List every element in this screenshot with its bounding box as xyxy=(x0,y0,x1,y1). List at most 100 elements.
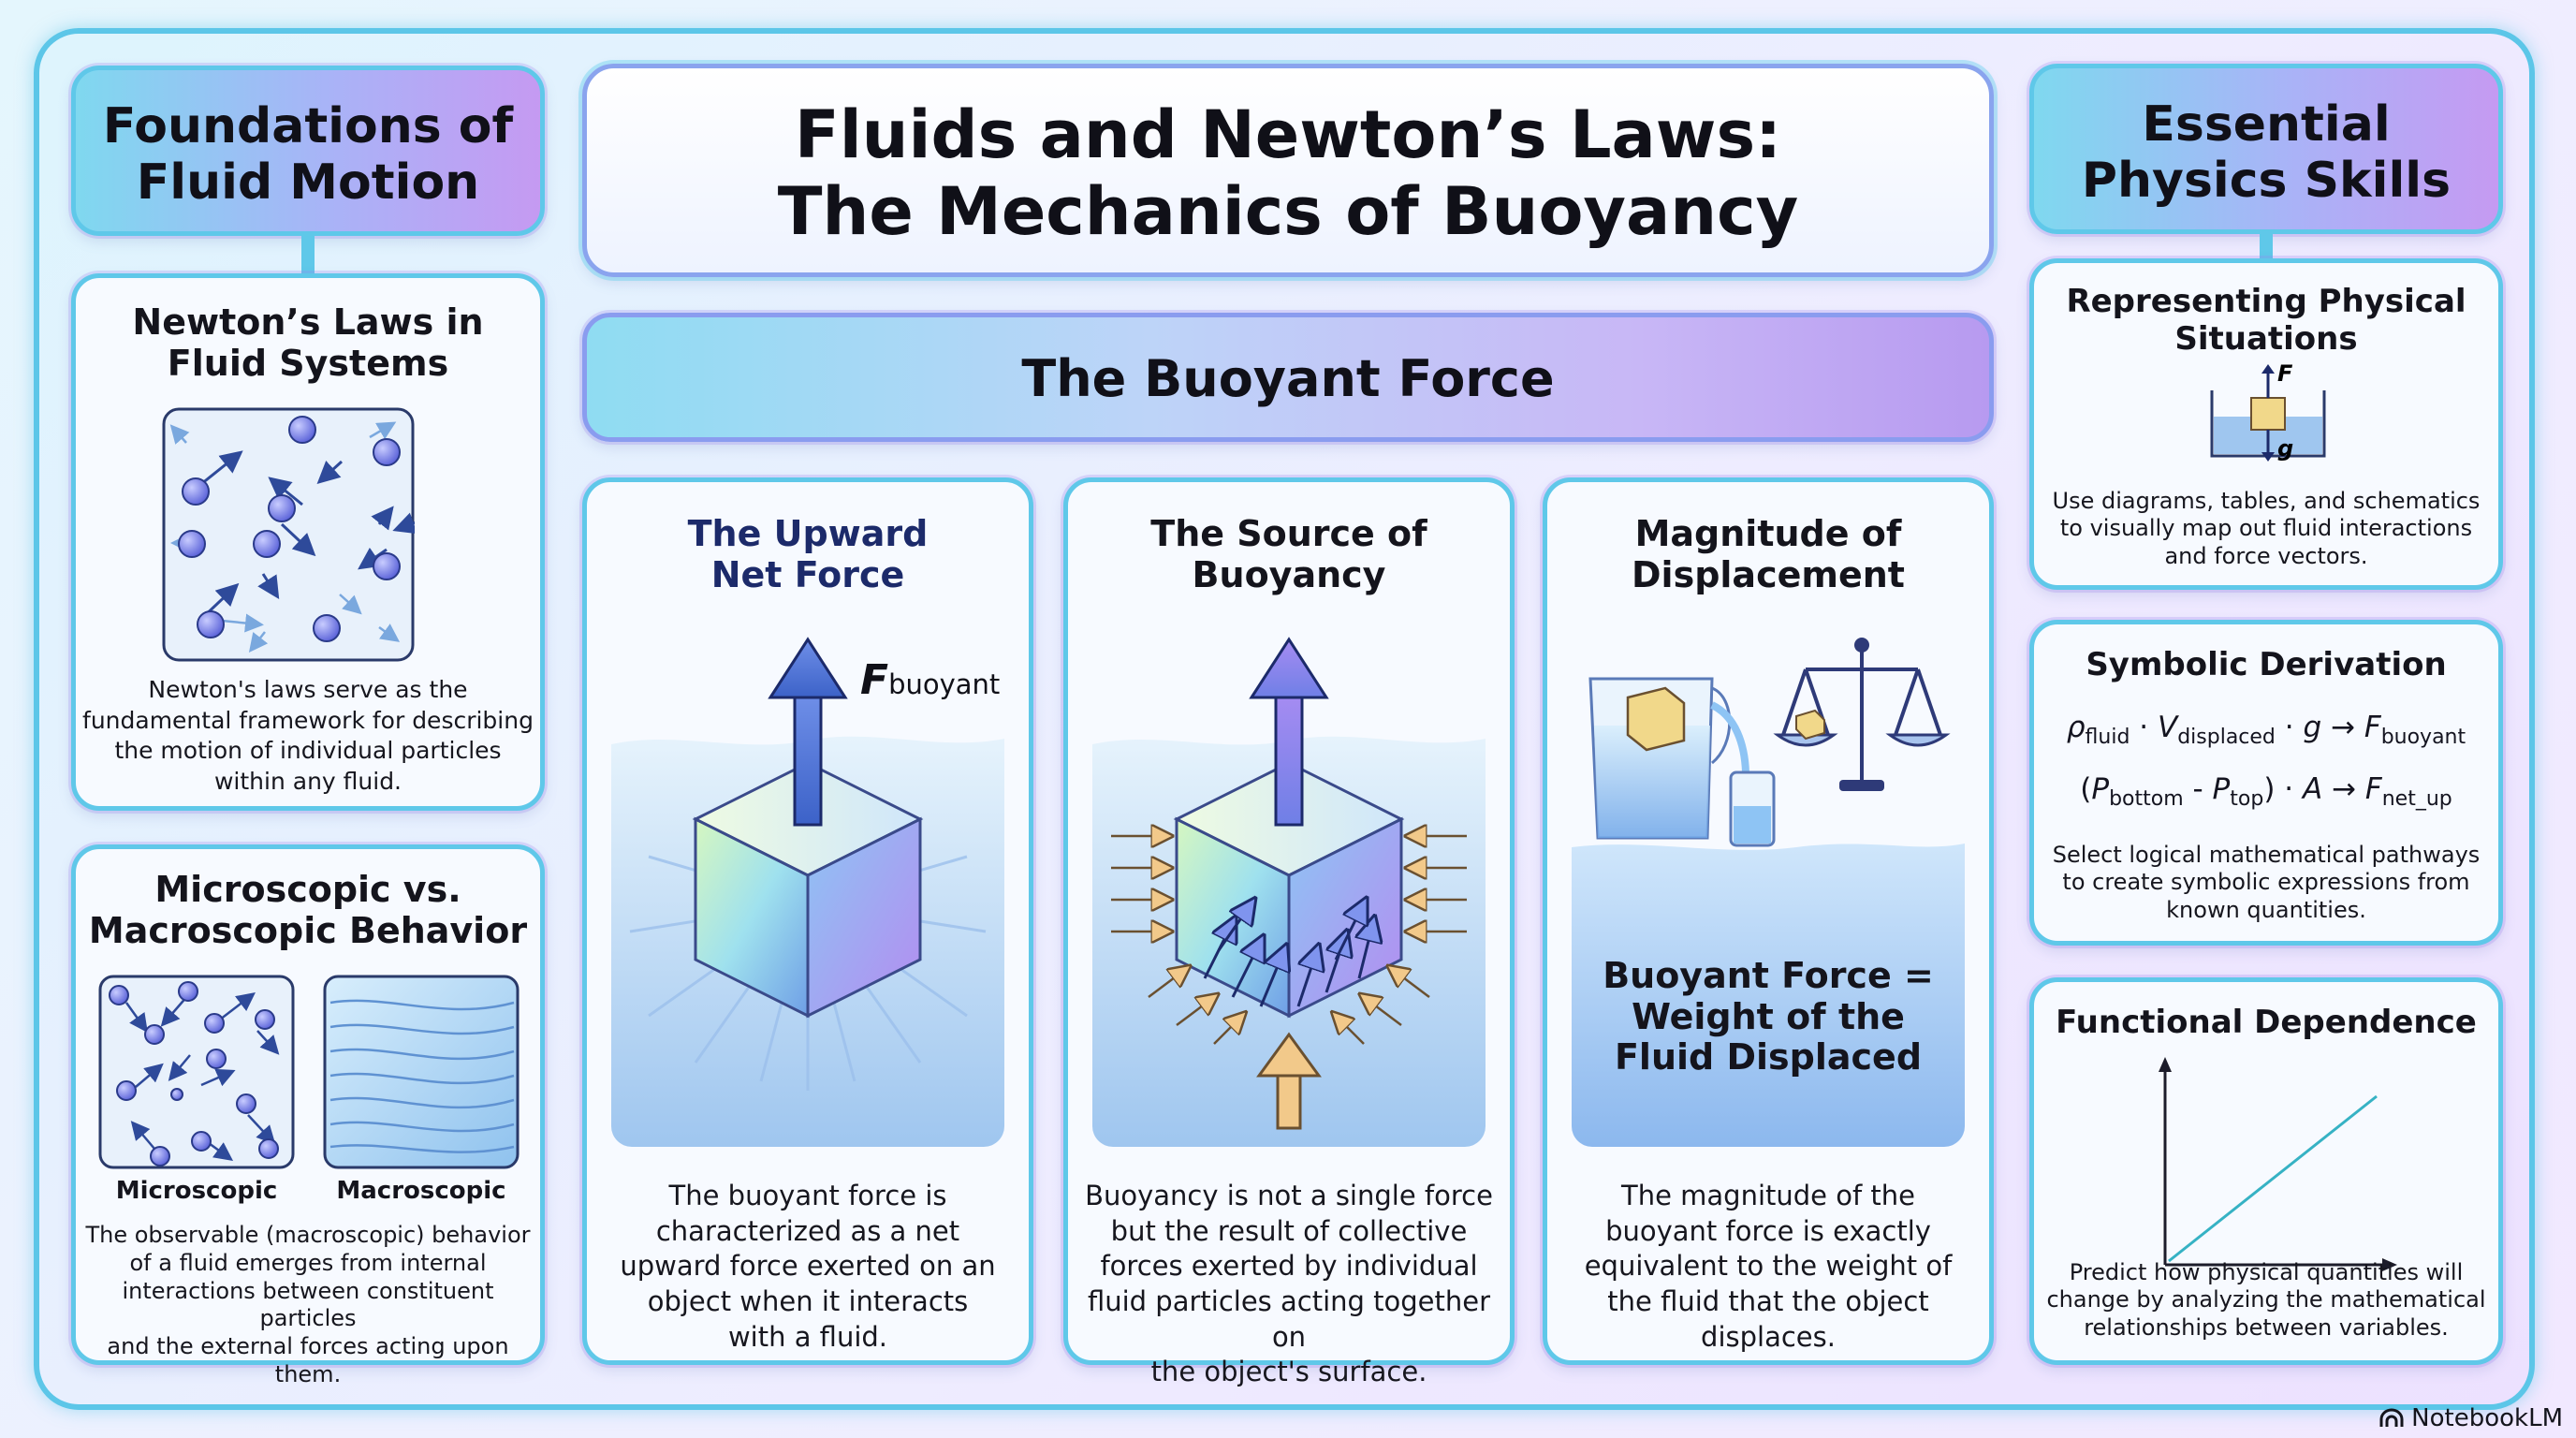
micro-text-line: The observable (macroscopic) behavior xyxy=(85,1222,531,1248)
paren-open: ( xyxy=(2080,772,2092,806)
equation-line: Fluid Displaced xyxy=(1614,1036,1923,1078)
F-symbol: F xyxy=(2364,772,2382,806)
representing-text-line: to visually map out fluid interactions xyxy=(2059,515,2473,542)
functional-text: Predict how physical quantities will cha… xyxy=(2034,1259,2498,1342)
panel2-title-line2: Buoyancy xyxy=(1192,554,1386,595)
magnitude-of-displacement-card: Magnitude of Displacement xyxy=(1543,477,1994,1365)
right-header-line2: Physics Skills xyxy=(2081,153,2452,209)
left-header: Foundations of Fluid Motion xyxy=(71,66,545,236)
F-symbol: F xyxy=(2364,711,2381,744)
panel1-text-line: with a fluid. xyxy=(727,1320,888,1353)
panel3-text: The magnitude of the buoyant force is ex… xyxy=(1547,1179,1989,1355)
left-header-line2: Fluid Motion xyxy=(136,154,480,211)
right-header: Essential Physics Skills xyxy=(2029,64,2503,234)
P-symbol: P xyxy=(2091,772,2110,806)
source-of-buoyancy-card: The Source of Buoyancy xyxy=(1063,477,1515,1387)
panel3-text-line: the fluid that the object xyxy=(1607,1285,1929,1318)
buoyant-force-banner: The Buoyant Force xyxy=(582,313,1994,442)
panel2-text-line: but the result of collective xyxy=(1110,1214,1468,1247)
right-header-line1: Essential xyxy=(2142,96,2391,153)
displacement-equation: Buoyant Force = Weight of the Fluid Disp… xyxy=(1547,955,1989,1078)
main-title-line2: The Mechanics of Buoyancy xyxy=(777,173,1799,250)
symbolic-text-line: to create symbolic expressions from xyxy=(2062,869,2470,896)
notebooklm-watermark: NotebookLM xyxy=(2379,1404,2563,1432)
micro-text: The observable (macroscopic) behavior of… xyxy=(76,1222,540,1389)
P-bottom-sub: bottom xyxy=(2109,787,2184,812)
free-body-diagram xyxy=(2210,364,2326,462)
representing-card: Representing Physical Situations F g Use… xyxy=(2029,258,2503,590)
panel1-title-line2: Net Force xyxy=(710,554,905,595)
panel3-text-line: displaces. xyxy=(1701,1320,1836,1353)
panel2-title-line1: The Source of xyxy=(1150,513,1427,554)
A-symbol: A xyxy=(2302,772,2323,806)
newton-text-line: fundamental framework for describing xyxy=(82,706,534,734)
upward-net-force-card: The Upward Net Force xyxy=(582,477,1033,1365)
panel1-text-line: The buoyant force is xyxy=(668,1180,947,1211)
microscopic-diagram xyxy=(98,975,295,1169)
functional-text-line: relationships between variables. xyxy=(2084,1313,2449,1341)
newton-card: Newton’s Laws in Fluid Systems xyxy=(71,273,545,811)
panel1-title-line1: The Upward xyxy=(687,513,929,554)
watermark-text: NotebookLM xyxy=(2411,1404,2563,1432)
micro-title-line1: Microscopic vs. xyxy=(154,869,461,910)
F-sub: net_up xyxy=(2381,787,2452,812)
newton-text-line: the motion of individual particles xyxy=(114,737,502,764)
formula-net-up: (Pbottom - Ptop) · A → Fnet_up xyxy=(2034,772,2498,811)
right-connector xyxy=(2260,234,2273,260)
panel2-text-line: fluid particles acting together on xyxy=(1087,1285,1491,1353)
label-F: F xyxy=(2277,360,2293,387)
minus: - xyxy=(2183,772,2213,806)
micro-title-line2: Macroscopic Behavior xyxy=(88,910,528,951)
functional-dependence-card: Functional Dependence Predict how physic… xyxy=(2029,977,2503,1365)
F-sub: buoyant xyxy=(2380,726,2466,750)
panel3-text-line: The magnitude of the xyxy=(1620,1180,1915,1211)
main-title-line1: Fluids and Newton’s Laws: xyxy=(794,96,1782,173)
dot: · xyxy=(2130,711,2158,744)
panel2-text-line: Buoyancy is not a single force xyxy=(1085,1180,1493,1211)
micro-text-line: and the external forces acting upon them… xyxy=(107,1333,509,1387)
symbolic-text-line: Select logical mathematical pathways xyxy=(2052,842,2481,868)
arrow-symbol: → xyxy=(2322,772,2365,806)
newton-text: Newton's laws serve as the fundamental f… xyxy=(76,675,540,797)
P-symbol: P xyxy=(2212,772,2231,806)
panel3-title-line1: Magnitude of xyxy=(1634,513,1902,554)
V-sub: displaced xyxy=(2177,726,2276,750)
panel3-text-line: buoyant force is exactly xyxy=(1605,1214,1931,1247)
panel1-text-line: upward force exerted on an xyxy=(620,1250,996,1283)
banner-title: The Buoyant Force xyxy=(1021,349,1555,408)
symbolic-text-line: known quantities. xyxy=(2166,896,2366,923)
force-label: Fbuoyant xyxy=(860,656,1000,704)
arrow-symbol: → xyxy=(2321,711,2364,744)
representing-text-line: and force vectors. xyxy=(2164,542,2368,569)
panel1-text-line: object when it interacts xyxy=(647,1285,969,1318)
micro-text-line: interactions between constituent particl… xyxy=(122,1277,494,1332)
paren-close: ) · xyxy=(2263,772,2303,806)
force-label-subscript: buoyant xyxy=(888,668,1001,700)
micro-text-line: of a fluid emerges from internal xyxy=(129,1249,487,1276)
rho-sub: fluid xyxy=(2085,726,2130,750)
newton-title-line1: Newton’s Laws in xyxy=(132,301,484,343)
linear-relationship-graph xyxy=(2159,1057,2397,1271)
micro-macro-card: Microscopic vs. Macroscopic Behavior Mic… xyxy=(71,844,545,1387)
equation-line: Buoyant Force = xyxy=(1603,955,1934,996)
dot: · xyxy=(2275,711,2304,744)
V-symbol: V xyxy=(2157,711,2178,744)
newton-text-line: Newton's laws serve as the xyxy=(148,676,468,703)
functional-text-line: change by analyzing the mathematical xyxy=(2046,1286,2486,1313)
panel2-text-line: the object's surface. xyxy=(1150,1356,1427,1388)
label-macroscopic: Macroscopic xyxy=(336,1177,506,1205)
left-header-line1: Foundations of xyxy=(102,98,514,154)
panel3-illustration xyxy=(1572,623,1965,1147)
equation-line: Weight of the xyxy=(1632,995,1905,1037)
functional-title: Functional Dependence xyxy=(2056,1004,2477,1041)
functional-text-line: Predict how physical quantities will xyxy=(2069,1259,2464,1285)
representing-title-line1: Representing Physical xyxy=(2066,283,2466,320)
panel1-text-line: characterized as a net xyxy=(655,1214,960,1247)
newton-text-line: within any fluid. xyxy=(213,767,402,795)
P-top-sub: top xyxy=(2230,787,2264,812)
symbolic-title: Symbolic Derivation xyxy=(2086,646,2447,683)
left-connector xyxy=(301,236,315,275)
panel2-text-line: forces exerted by individual xyxy=(1100,1250,1478,1283)
representing-text: Use diagrams, tables, and schematics to … xyxy=(2034,488,2498,570)
rho-symbol: ρ xyxy=(2066,711,2086,744)
